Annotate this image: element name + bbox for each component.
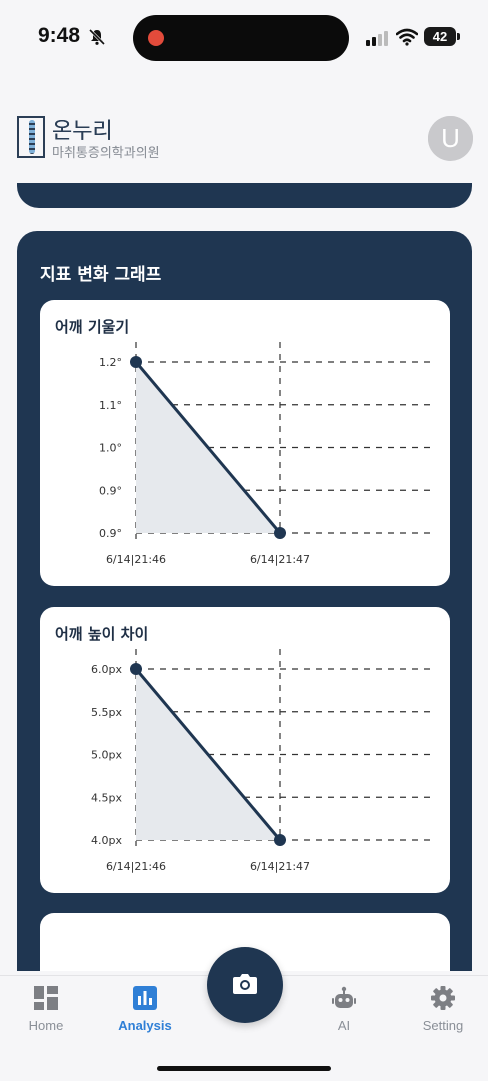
- data-point: [274, 834, 286, 846]
- y-tick-label: 0.9°: [99, 527, 122, 540]
- nav-label: Analysis: [118, 1018, 172, 1033]
- camera-icon: [233, 974, 257, 994]
- nav-setting[interactable]: Setting: [398, 986, 488, 1046]
- clinic-subtitle: 마취통증의학과의원: [52, 146, 160, 161]
- bottom-navigation: Home Analysis AI: [0, 975, 488, 1081]
- metrics-graph-panel: 지표 변화 그래프 어깨 기울기 1.2° 1.1° 1.0° 0.9° 0.9° 6/1…: [17, 231, 472, 971]
- x-tick-label: 6/14|21:46: [106, 553, 166, 566]
- chart-title: 어깨 높이 차이: [55, 625, 149, 643]
- nav-label: Home: [28, 1018, 64, 1033]
- cellular-signal-icon: [366, 31, 388, 46]
- y-tick-label: 0.9°: [99, 484, 122, 497]
- battery-indicator: 42: [424, 27, 460, 46]
- y-tick-label: 1.1°: [99, 399, 122, 412]
- chart-card-shoulder-height: 어깨 높이 차이 6.0px 5.5px 5.0px 4.5px 4.0px 6/14|2…: [40, 607, 450, 893]
- data-point: [130, 663, 142, 675]
- chart-card-shoulder-tilt: 어깨 기울기 1.2° 1.1° 1.0° 0.9° 0.9° 6/14|21:46 6/1…: [40, 300, 450, 586]
- dynamic-island: [133, 15, 349, 61]
- user-avatar[interactable]: U: [428, 116, 473, 161]
- recording-indicator: [148, 30, 164, 46]
- wifi-icon: [396, 28, 418, 46]
- status-time: 9:48: [38, 24, 81, 47]
- series-line: [134, 361, 282, 534]
- y-tick-label: 6.0px: [91, 663, 122, 676]
- nav-ai[interactable]: AI: [299, 986, 389, 1046]
- x-tick-label: 6/14|21:47: [250, 860, 310, 873]
- robot-icon: [332, 986, 356, 1008]
- nav-analysis[interactable]: Analysis: [100, 986, 190, 1046]
- clinic-name: 온누리: [52, 119, 113, 144]
- clinic-name: 온누리: [52, 119, 113, 144]
- x-tick-label: 6/14|21:47: [250, 553, 310, 566]
- header-backdrop: [0, 150, 488, 183]
- camera-button[interactable]: [207, 947, 283, 1023]
- y-tick-label: 5.0px: [91, 749, 122, 762]
- bar-chart-icon: [133, 986, 157, 1010]
- data-point: [130, 356, 142, 368]
- nav-label: Setting: [422, 1018, 464, 1033]
- y-tick-label: 4.5px: [91, 791, 122, 804]
- panel-title: 지표 변화 그래프: [40, 265, 162, 285]
- home-indicator: [157, 1066, 331, 1071]
- data-point: [274, 527, 286, 539]
- chart-shoulder-tilt: 1.2° 1.1° 1.0° 0.9° 0.9° 6/14|21:46 6/14|21:47: [99, 342, 430, 566]
- chart-shoulder-height: 6.0px 5.5px 5.0px 4.5px 4.0px 6/14|21:46 6/14|…: [91, 649, 430, 873]
- x-tick-label: 6/14|21:46: [106, 860, 166, 873]
- nav-label: AI: [337, 1018, 351, 1033]
- chart-title: 어깨 기울기: [55, 318, 130, 336]
- status-bar: 9:48 42: [0, 0, 488, 75]
- y-tick-label: 1.0°: [99, 442, 122, 455]
- bell-muted-icon: [88, 28, 106, 46]
- gear-icon: [431, 986, 455, 1010]
- y-tick-label: 4.0px: [91, 834, 122, 847]
- nav-home[interactable]: Home: [1, 986, 91, 1046]
- grid-icon: [34, 986, 58, 1010]
- y-tick-label: 5.5px: [91, 706, 122, 719]
- clinic-logo-icon: [17, 116, 45, 158]
- series-line: [134, 668, 282, 841]
- y-tick-label: 1.2°: [99, 356, 122, 369]
